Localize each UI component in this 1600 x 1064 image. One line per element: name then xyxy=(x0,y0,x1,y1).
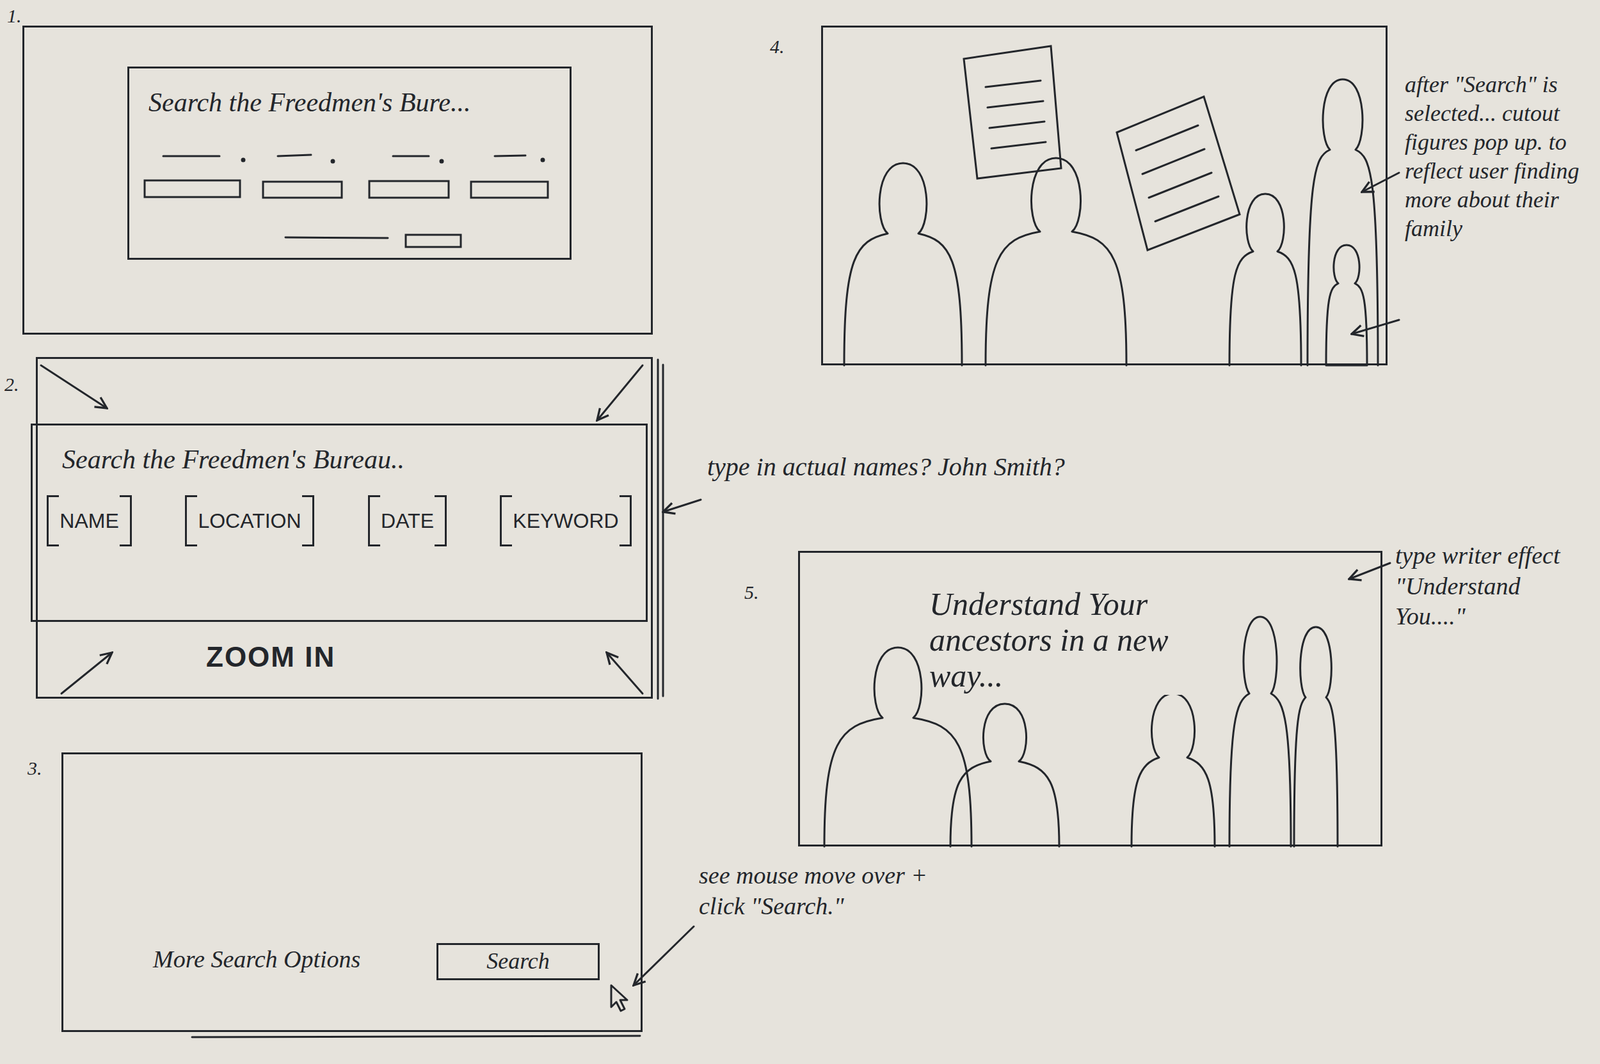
placeholder-ui xyxy=(285,237,388,239)
silhouette-figures xyxy=(1131,693,1215,847)
leader-line xyxy=(633,926,694,986)
silhouette-figures xyxy=(985,158,1127,366)
search-panel: Search the Freedmen's Bure... xyxy=(127,66,572,260)
zoom-arrows xyxy=(40,365,107,409)
placeholder-ui xyxy=(144,180,240,198)
placeholder-ui xyxy=(494,155,526,157)
storyboard-frame: 1.Search the Freedmen's Bure... xyxy=(22,25,653,335)
placeholder-ui xyxy=(144,154,548,248)
leader-line xyxy=(663,499,701,512)
silhouette-figures xyxy=(1229,193,1302,366)
storyboard-frame: 4. xyxy=(821,25,1388,366)
document-icon xyxy=(989,121,1045,128)
placeholder-ui xyxy=(163,155,220,158)
silhouette-figures xyxy=(1229,616,1291,847)
placeholder-ui xyxy=(440,160,443,163)
field-label: LOCATION xyxy=(197,508,301,534)
storyboard-frame: 3.More Search OptionsSearch xyxy=(61,752,643,1033)
document-icon xyxy=(1142,149,1205,175)
annotation-note: after "Search" is selected... cutout fig… xyxy=(1404,70,1591,244)
zoom-arrows xyxy=(662,364,665,697)
search-band: Search the Freedmen's Bureau.. NAME LOCATI… xyxy=(30,423,648,623)
button-label: Search xyxy=(486,947,550,976)
frame-number: 4. xyxy=(769,35,785,59)
screen-title: Search the Freedmen's Bureau.. xyxy=(62,443,405,476)
input-field: LOCATION xyxy=(184,495,315,547)
silhouette-figures xyxy=(1294,627,1338,847)
zoom-arrows xyxy=(657,359,660,699)
zoom-arrows xyxy=(597,365,643,421)
placeholder-ui xyxy=(241,158,245,162)
frame-number: 3. xyxy=(27,757,43,781)
placeholder-ui xyxy=(277,154,312,157)
document-icon xyxy=(985,80,1041,88)
placeholder-ui xyxy=(392,155,429,158)
link-text: More Search Options xyxy=(152,945,361,975)
input-field: DATE xyxy=(368,495,447,547)
storyboard-frame: 2.ZOOM INSearch the Freedmen's Bureau..N… xyxy=(35,357,653,699)
silhouette-figures xyxy=(844,163,962,366)
annotation-note: see mouse move over + click "Search." xyxy=(698,860,975,922)
placeholder-ui xyxy=(263,181,342,198)
document-icon xyxy=(963,46,1240,251)
silhouette-figures xyxy=(950,704,1060,847)
placeholder-ui xyxy=(369,181,449,198)
input-field: NAME xyxy=(46,495,132,547)
mouse-cursor xyxy=(611,985,628,1012)
screen-title: Search the Freedmen's Bure... xyxy=(148,86,472,119)
zoom-arrows xyxy=(606,652,643,694)
leader-line xyxy=(1351,320,1400,335)
leader-line xyxy=(633,172,1400,986)
field-label: DATE xyxy=(380,508,434,534)
leader-line xyxy=(1349,563,1391,580)
mouse-cursor xyxy=(611,985,628,1012)
frame-number: 1. xyxy=(7,4,22,28)
storyboard-frame: 5.Understand Your ancestors in a new way… xyxy=(798,551,1383,847)
headline-text: Understand Your ancestors in a new way..… xyxy=(926,584,1227,696)
document-icon xyxy=(1136,125,1199,151)
silhouette-figures xyxy=(1307,79,1378,366)
field-label: KEYWORD xyxy=(512,508,619,534)
placeholder-ui xyxy=(471,181,548,198)
field-label: NAME xyxy=(59,508,119,534)
zoom-arrows xyxy=(61,652,112,694)
leader-line xyxy=(1361,172,1400,192)
zoom-note: ZOOM IN xyxy=(206,640,336,675)
document-icon xyxy=(963,46,1062,179)
document-icon xyxy=(991,142,1046,149)
annotation-note: type writer effect "Understand You...." xyxy=(1395,540,1588,633)
document-icon xyxy=(1148,172,1212,198)
placeholder-ui xyxy=(541,158,544,162)
silhouette-figures xyxy=(1326,245,1368,366)
placeholder-ui xyxy=(405,234,461,248)
placeholder-ui xyxy=(331,160,335,163)
document-icon xyxy=(1155,196,1219,222)
document-icon xyxy=(987,101,1044,108)
input-field: KEYWORD xyxy=(499,495,632,547)
search-button: Search xyxy=(436,943,600,981)
annotation-note: type in actual names? John Smith? xyxy=(707,451,1066,484)
frame-number: 2. xyxy=(4,373,20,397)
frame-number: 5. xyxy=(744,581,760,605)
zoom-arrows xyxy=(192,1036,640,1038)
document-icon xyxy=(1116,96,1240,251)
